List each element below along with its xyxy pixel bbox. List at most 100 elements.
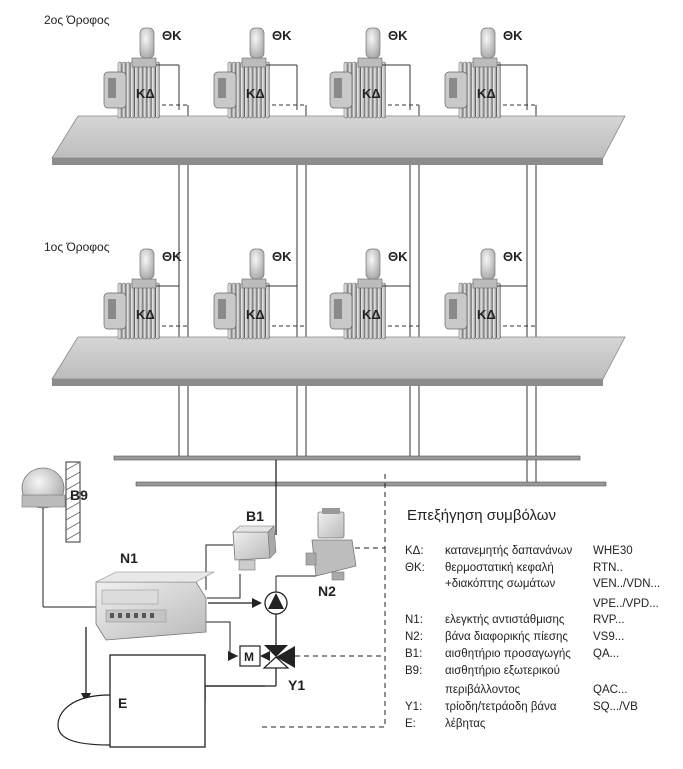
cost-allocator-device xyxy=(103,292,127,330)
legend-row: ΚΔ: κατανεμητής δαπανάνων WHE30 xyxy=(405,545,675,561)
label-thermostatic-head: ΘΚ xyxy=(503,28,523,43)
radiator-unit: ΘΚ ΚΔ xyxy=(213,27,306,119)
radiator-unit: ΘΚ ΚΔ xyxy=(444,27,536,119)
label-n2: N2 xyxy=(318,583,336,599)
cost-allocator-device xyxy=(103,71,127,109)
label-thermostatic-head: ΘΚ xyxy=(388,249,408,264)
label-thermostatic-head: ΘΚ xyxy=(503,249,523,264)
label-thermostatic-head: ΘΚ xyxy=(162,28,182,43)
radiator-unit: ΘΚ ΚΔ xyxy=(444,248,536,340)
thermostatic-head xyxy=(131,27,157,68)
floor-slab-1 xyxy=(51,336,626,386)
cost-allocator-device xyxy=(444,71,468,109)
label-thermostatic-head: ΘΚ xyxy=(272,28,292,43)
legend-description: αισθητήριο προσαγωγής xyxy=(445,648,571,660)
legend-code: ΚΔ: xyxy=(405,545,424,557)
thermostatic-head xyxy=(472,27,498,68)
legend-model: VS9... xyxy=(593,631,625,643)
label-cost-allocator: ΚΔ xyxy=(477,86,496,101)
legend-code: B1: xyxy=(405,648,423,660)
label-b9: B9 xyxy=(70,487,88,503)
radiator-unit: ΘΚ ΚΔ xyxy=(329,27,419,119)
legend-row: B1: αισθητήριο προσαγωγής QA... xyxy=(405,648,675,664)
mixing-valve-y1: Y1 xyxy=(262,645,305,693)
thermostatic-head xyxy=(357,27,383,68)
legend-row: περιβάλλοντος QAC... xyxy=(405,684,675,700)
legend-model: VEN../VDN... xyxy=(593,578,661,590)
floor-label-2: 2ος Όροφος xyxy=(44,13,110,27)
label-y1: Y1 xyxy=(288,677,305,693)
cost-allocator-device xyxy=(329,71,353,109)
thermostatic-head xyxy=(241,248,267,289)
thermostatic-head xyxy=(357,248,383,289)
floor-slab-2 xyxy=(51,115,626,165)
distribution-pipe-upper xyxy=(113,455,581,461)
legend-code: Y1: xyxy=(405,701,423,713)
label-cost-allocator: ΚΔ xyxy=(246,86,265,101)
label-cost-allocator: ΚΔ xyxy=(362,86,381,101)
thermostatic-head xyxy=(241,27,267,68)
diff-pressure-valve-n2: N2 xyxy=(305,508,357,599)
legend-description: περιβάλλοντος xyxy=(445,684,521,696)
distribution-pipe-lower xyxy=(135,481,607,487)
legend-model: QA... xyxy=(593,648,620,660)
legend-model: VPE../VPD... xyxy=(593,598,659,610)
legend-row: VPE../VPD... xyxy=(405,598,675,614)
boiler-e: E xyxy=(57,654,206,748)
legend-code: ΘΚ: xyxy=(405,562,425,574)
label-e: E xyxy=(118,695,127,711)
legend-description: αισθητήριο εξωτερικού xyxy=(445,665,560,677)
radiator xyxy=(343,282,386,340)
riser-pipes xyxy=(178,65,537,482)
legend-code: N1: xyxy=(405,614,423,626)
legend-description: κατανεμητής δαπανάνων xyxy=(445,545,573,557)
label-n1: N1 xyxy=(120,550,138,566)
legend-row: E: λέβητας xyxy=(405,718,675,734)
label-thermostatic-head: ΘΚ xyxy=(272,249,292,264)
radiator xyxy=(117,282,160,340)
label-cost-allocator: ΚΔ xyxy=(246,307,265,322)
label-m: M xyxy=(244,650,254,664)
legend-description: τρίοδη/τετράοδη βάνα xyxy=(445,701,557,713)
thermostatic-head xyxy=(131,248,157,289)
radiator-unit: ΘΚ ΚΔ xyxy=(329,248,419,340)
label-thermostatic-head: ΘΚ xyxy=(162,249,182,264)
controller-n1: N1 xyxy=(95,550,216,641)
legend-row: +διακόπτης σωμάτων VEN../VDN... xyxy=(405,578,675,594)
legend-description: +διακόπτης σωμάτων xyxy=(445,578,556,590)
legend-model: WHE30 xyxy=(593,545,633,557)
circulation-pump xyxy=(264,591,288,615)
legend-description: θερμοστατική κεφαλή xyxy=(445,562,554,574)
supply-sensor-b1: B1 xyxy=(232,508,277,571)
legend-code: B9: xyxy=(405,665,423,677)
floor-label-1: 1ος Όροφος xyxy=(44,240,110,254)
legend-code: N2: xyxy=(405,631,423,643)
radiator-unit: ΘΚ ΚΔ xyxy=(213,248,306,340)
label-cost-allocator: ΚΔ xyxy=(362,307,381,322)
label-thermostatic-head: ΘΚ xyxy=(388,28,408,43)
legend-row: B9: αισθητήριο εξωτερικού xyxy=(405,665,675,681)
label-cost-allocator: ΚΔ xyxy=(477,307,496,322)
cost-allocator-device xyxy=(329,292,353,330)
cost-allocator-device xyxy=(444,292,468,330)
legend-model: QAC... xyxy=(593,684,628,696)
legend-model: RTN.. xyxy=(593,562,623,574)
cost-allocator-device xyxy=(213,292,237,330)
valve-actuator: M xyxy=(239,645,261,667)
legend-description: λέβητας xyxy=(445,718,486,730)
outdoor-sensor-b9: B9 xyxy=(21,461,88,543)
legend-row: N1: ελεγκτής αντιστάθμισης RVP... xyxy=(405,614,675,630)
legend-row: ΘΚ: θερμοστατική κεφαλή RTN.. xyxy=(405,562,675,578)
legend-code: E: xyxy=(405,718,416,730)
thermostatic-head xyxy=(472,248,498,289)
label-b1: B1 xyxy=(246,508,264,524)
legend-description: ελεγκτής αντιστάθμισης xyxy=(445,614,565,626)
legend-model: RVP... xyxy=(593,614,625,626)
legend-model: SQ.../VB xyxy=(593,701,638,713)
legend-title: Επεξήγηση συμβόλων xyxy=(407,507,556,524)
